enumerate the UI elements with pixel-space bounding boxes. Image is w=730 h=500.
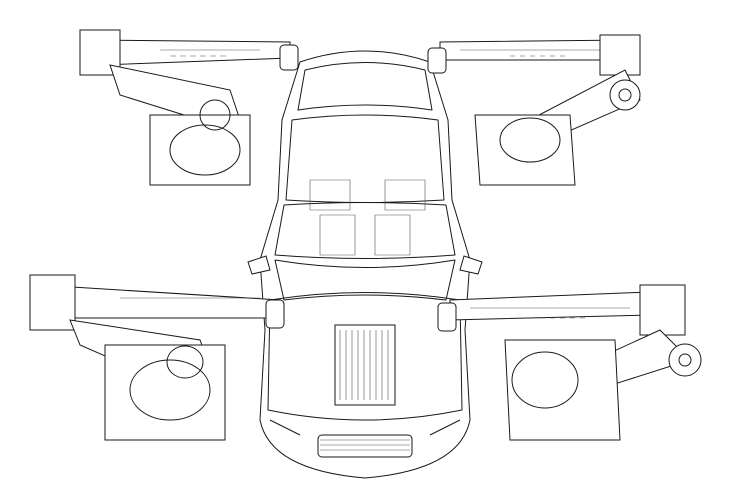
robot-arm-bottom-right [437, 284, 702, 441]
car [247, 50, 483, 479]
robot-arm-bottom-left [29, 274, 285, 441]
robot-arm-top-right [427, 34, 641, 186]
robot-arm-top-left [79, 29, 299, 186]
engine [334, 324, 396, 406]
grille [317, 434, 413, 458]
